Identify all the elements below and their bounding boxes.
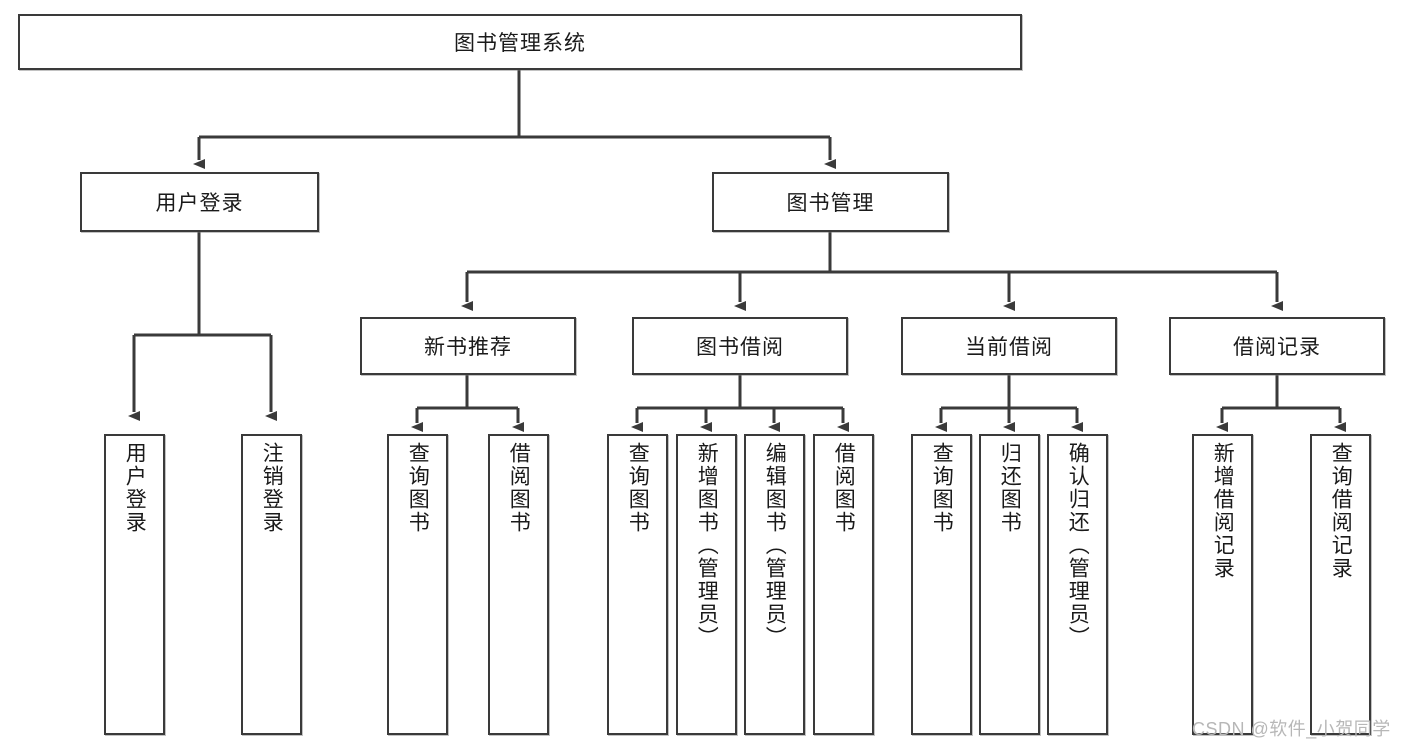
node-leaf-add-record[interactable]: 新增借阅记录 [1192,434,1253,735]
node-leaf-query-book-1-label: 查询图书 [406,442,430,534]
node-leaf-confirm-return-label: 确认归还（管理员） [1066,442,1090,649]
node-book-borrow[interactable]: 图书借阅 [632,317,848,375]
node-leaf-return-book[interactable]: 归还图书 [979,434,1040,735]
node-borrow-record[interactable]: 借阅记录 [1169,317,1385,375]
node-root[interactable]: 图书管理系统 [18,14,1022,70]
node-new-book-rec-label: 新书推荐 [424,336,512,359]
node-leaf-confirm-return[interactable]: 确认归还（管理员） [1047,434,1108,735]
node-leaf-query-record[interactable]: 查询借阅记录 [1310,434,1371,735]
node-leaf-add-book[interactable]: 新增图书（管理员） [676,434,737,735]
node-borrow-record-label: 借阅记录 [1233,336,1321,359]
node-leaf-user-logout[interactable]: 注销登录 [241,434,302,735]
node-book-manage-label: 图书管理 [786,192,875,215]
node-leaf-user-login-label: 用户登录 [123,442,147,534]
node-leaf-query-book-1[interactable]: 查询图书 [387,434,448,735]
node-leaf-query-record-label: 查询借阅记录 [1329,442,1353,580]
node-leaf-user-login[interactable]: 用户登录 [104,434,165,735]
node-book-borrow-label: 图书借阅 [696,336,784,359]
node-leaf-query-book-3[interactable]: 查询图书 [911,434,972,735]
node-leaf-borrow-book-2-label: 借阅图书 [832,442,856,534]
node-leaf-add-record-label: 新增借阅记录 [1211,442,1235,580]
node-current-borrow-label: 当前借阅 [965,336,1053,359]
node-leaf-borrow-book-1[interactable]: 借阅图书 [488,434,549,735]
node-new-book-rec[interactable]: 新书推荐 [360,317,576,375]
node-leaf-query-book-2-label: 查询图书 [626,442,650,534]
node-leaf-query-book-3-label: 查询图书 [930,442,954,534]
node-leaf-edit-book[interactable]: 编辑图书（管理员） [744,434,805,735]
node-root-label: 图书管理系统 [454,32,586,55]
node-leaf-user-logout-label: 注销登录 [260,442,284,534]
watermark: CSDN @软件_小贺同学 [1192,719,1391,739]
node-current-borrow[interactable]: 当前借阅 [901,317,1117,375]
node-leaf-borrow-book-2[interactable]: 借阅图书 [813,434,874,735]
node-leaf-query-book-2[interactable]: 查询图书 [607,434,668,735]
node-leaf-edit-book-label: 编辑图书（管理员） [763,442,787,649]
node-user-login-label: 用户登录 [155,192,244,215]
node-leaf-add-book-label: 新增图书（管理员） [695,442,719,649]
node-book-manage[interactable]: 图书管理 [712,172,949,232]
node-leaf-borrow-book-1-label: 借阅图书 [507,442,531,534]
node-leaf-return-book-label: 归还图书 [998,442,1022,534]
node-user-login[interactable]: 用户登录 [80,172,319,232]
